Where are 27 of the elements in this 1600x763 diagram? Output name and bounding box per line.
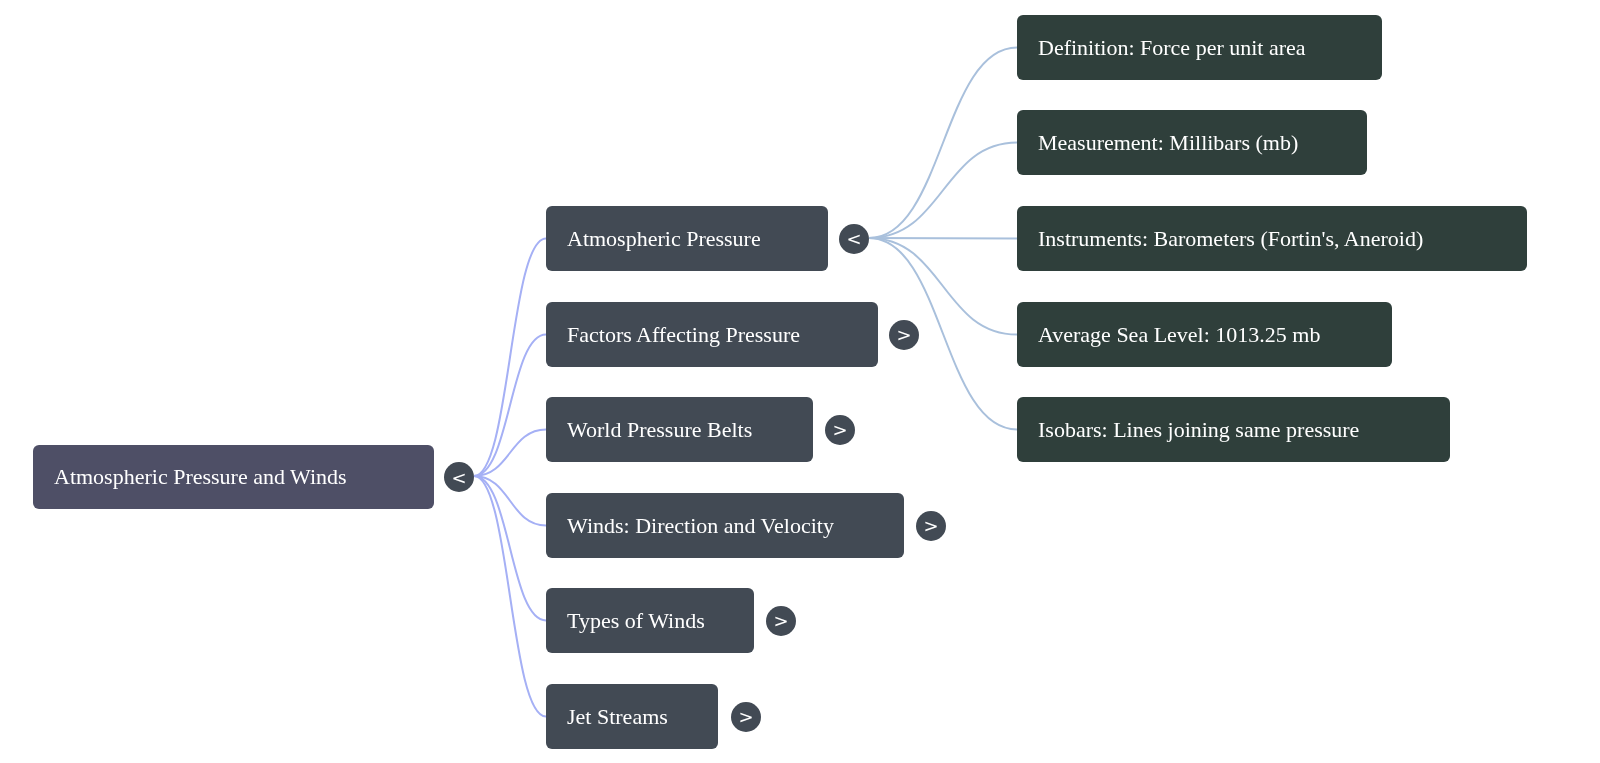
topic-label: World Pressure Belts (567, 416, 753, 443)
connector-line (473, 237, 547, 477)
toggle-button: > (889, 319, 919, 350)
topic-box (1017, 110, 1367, 175)
toggle-button: < (444, 462, 474, 492)
topic-label: Jet Streams (567, 703, 668, 730)
toggle-button: > (766, 605, 796, 636)
topic-label: Isobars: Lines joining same pressure (1038, 416, 1360, 443)
topic-label: Measurement: Millibars (mb) (1038, 129, 1299, 156)
toggle-button: > (825, 414, 855, 445)
topic-box (1017, 15, 1382, 80)
topic-label: Average Sea Level: 1013.25 mb (1038, 321, 1321, 348)
connector-line (868, 237, 1018, 431)
toggle-button: > (916, 510, 946, 541)
connector-line (473, 475, 547, 718)
topic-box (1017, 397, 1450, 462)
toggle-button: < (839, 223, 869, 254)
topic-label: Definition: Force per unit area (1038, 34, 1306, 61)
topic-label: Winds: Direction and Velocity (567, 512, 834, 539)
topic-label: Factors Affecting Pressure (567, 321, 800, 348)
topic-label: Types of Winds (567, 607, 705, 634)
topic-box (1017, 302, 1392, 367)
topic-label: Atmospheric Pressure and Winds (54, 464, 347, 490)
topic-label: Instruments: Barometers (Fortin's, Aneroid) (1038, 225, 1424, 252)
toggle-button: > (731, 701, 761, 732)
topic-label: Atmospheric Pressure (567, 225, 761, 252)
topic-box (1017, 206, 1527, 271)
